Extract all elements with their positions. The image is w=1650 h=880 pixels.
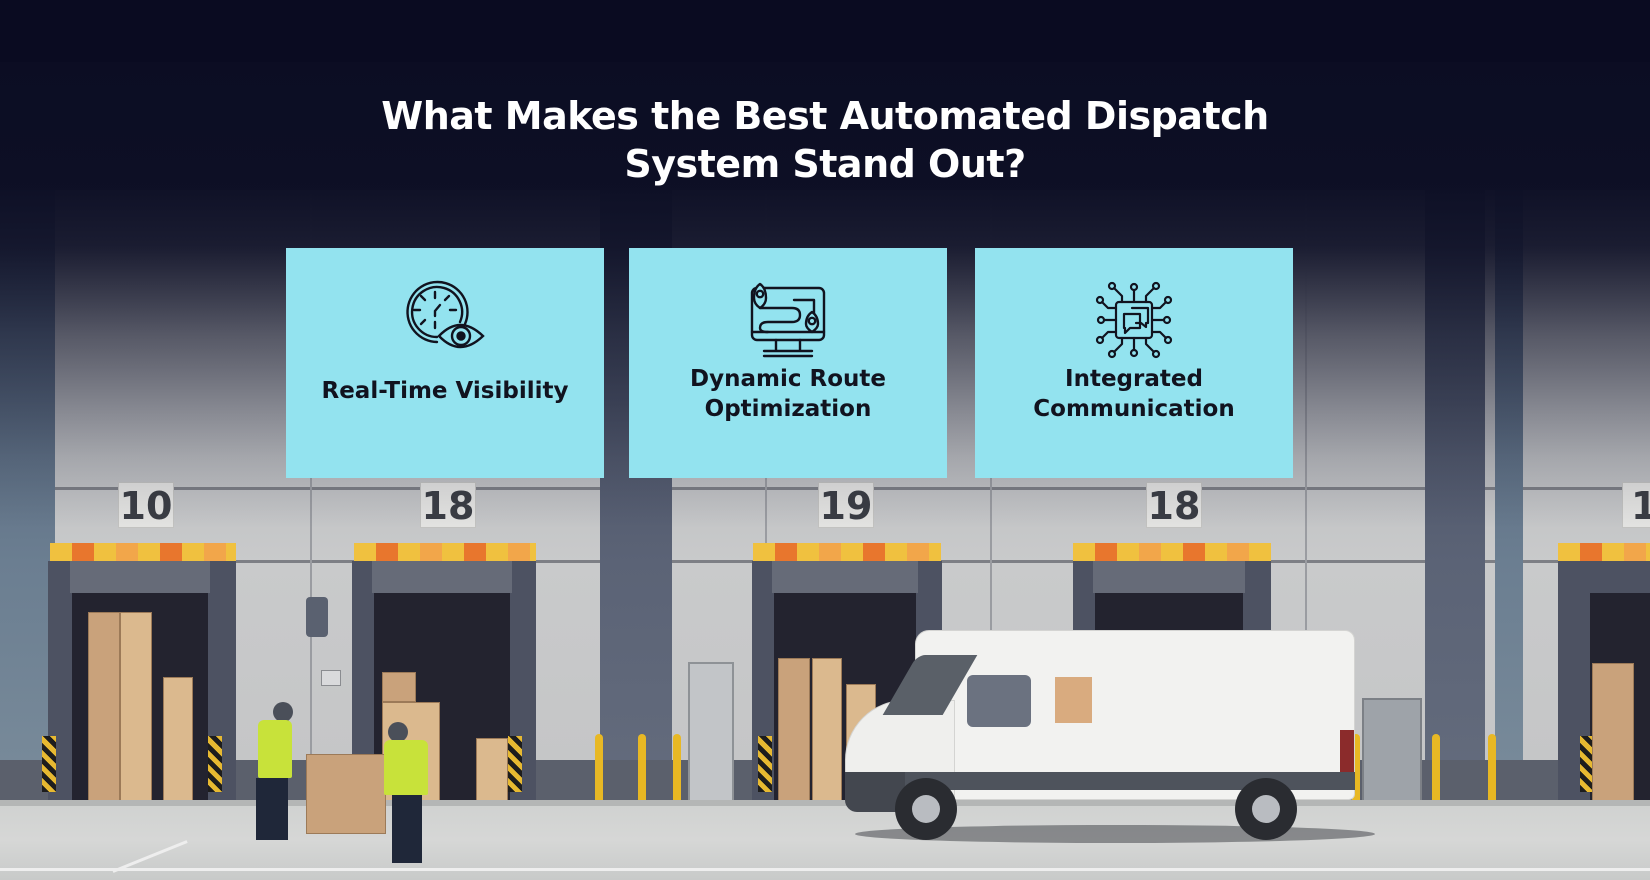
card-label: Dynamic Route Optimization xyxy=(690,366,886,422)
feature-card-real-time-visibility: Real-Time Visibility xyxy=(286,248,604,478)
monitor-route-icon xyxy=(750,282,826,358)
title-line-1: What Makes the Best Automated Dispatch xyxy=(381,94,1269,138)
card-label: Integrated Communication xyxy=(1033,366,1235,422)
clock-eye-icon xyxy=(406,280,485,349)
page-title: What Makes the Best Automated Dispatch S… xyxy=(0,92,1650,188)
feature-card-integrated-communication: Integrated Communication xyxy=(975,248,1293,478)
chip-chat-icon xyxy=(1095,281,1173,359)
card-label: Real-Time Visibility xyxy=(321,378,569,404)
top-dark-band xyxy=(0,0,1650,62)
title-line-2: System Stand Out? xyxy=(624,142,1026,186)
feature-card-dynamic-route-optimization: Dynamic Route Optimization xyxy=(629,248,947,478)
